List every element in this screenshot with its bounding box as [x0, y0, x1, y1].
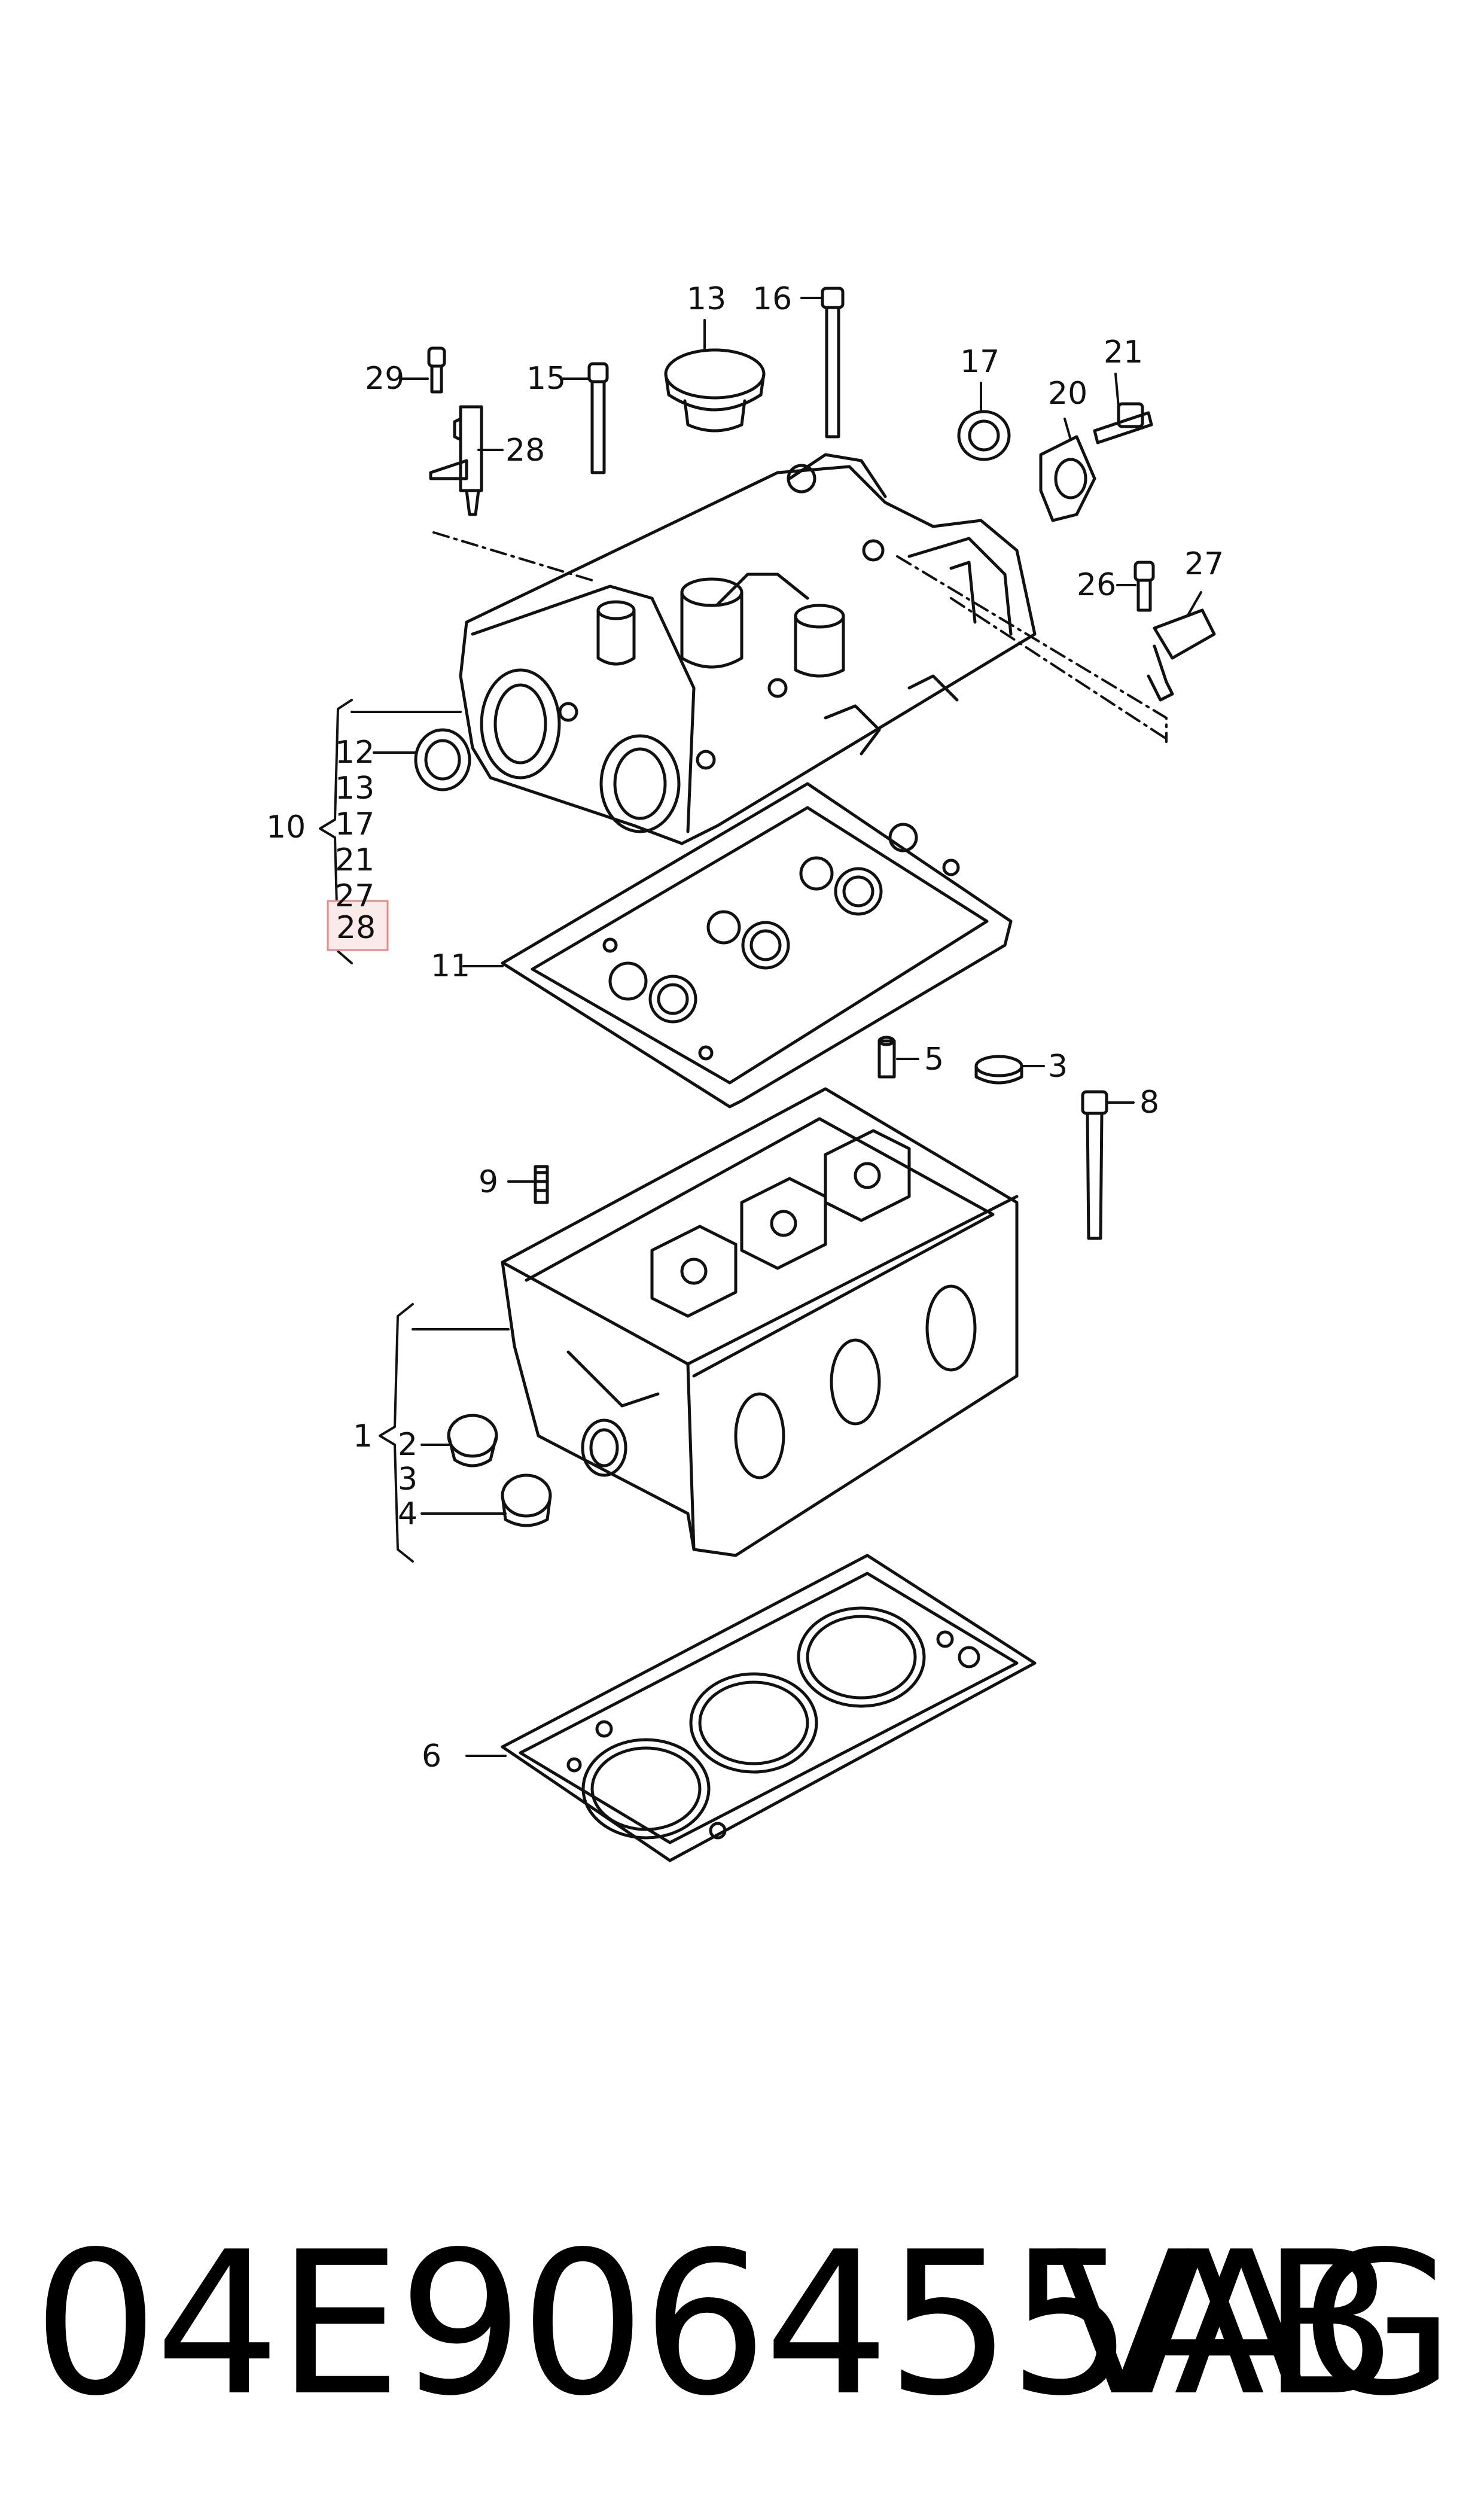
- list-10-item-27: 27: [335, 878, 374, 914]
- highlight-box: [327, 900, 389, 951]
- callout-5[interactable]: 5: [924, 1042, 944, 1077]
- sensor-27: [1147, 608, 1216, 702]
- pin-5: [877, 1036, 896, 1079]
- assembly-axis-lines: [432, 531, 1168, 743]
- callout-21-bolt[interactable]: 21: [1104, 334, 1143, 370]
- stud-9: [534, 1165, 549, 1204]
- callout-9[interactable]: 9: [479, 1164, 498, 1200]
- bolt-8: [1081, 1090, 1108, 1240]
- head-gasket: [501, 1554, 1037, 1862]
- bolt-26: [1133, 561, 1155, 612]
- list-10-item-13: 13: [335, 771, 374, 806]
- plug-4: [501, 1473, 552, 1527]
- list-1-item-4: 4: [398, 1496, 418, 1532]
- callout-6[interactable]: 6: [422, 1738, 441, 1774]
- adapter-20: [1039, 435, 1096, 522]
- callout-29[interactable]: 29: [365, 361, 404, 397]
- plug-3: [974, 1055, 1023, 1085]
- list-10-item-28-highlighted[interactable]: 28: [336, 910, 376, 946]
- oil-filler-cap-13: [664, 348, 766, 433]
- callout-27-sensor[interactable]: 27: [1184, 546, 1224, 582]
- callout-12[interactable]: 12: [335, 735, 374, 771]
- callout-16[interactable]: 16: [752, 281, 792, 317]
- sensor-28: [429, 405, 483, 516]
- callout-13-cap[interactable]: 13: [687, 281, 726, 317]
- brand-text: VAG: [1055, 2209, 1455, 2439]
- callout-17-seal[interactable]: 17: [960, 344, 1000, 380]
- callout-28-sensor[interactable]: 28: [505, 433, 545, 468]
- seal-12: [414, 728, 471, 791]
- callout-3-plug[interactable]: 3: [1048, 1049, 1068, 1085]
- callout-leaders: [319, 297, 1202, 1757]
- part-number-text: 04E906455AB: [33, 2209, 1397, 2439]
- cylinder-head-cover: [459, 453, 1037, 845]
- exploded-parts-diagram: 29 28 15 13 16 17 20 21 26 27 12 10 13 1…: [266, 281, 1224, 1862]
- bolt-21: [1093, 402, 1153, 444]
- list-1-item-2: 2: [398, 1427, 418, 1463]
- callout-20[interactable]: 20: [1048, 376, 1087, 412]
- callout-8[interactable]: 8: [1139, 1085, 1159, 1121]
- bolt-29: [427, 346, 446, 394]
- callout-15[interactable]: 15: [526, 361, 566, 397]
- list-1-item-3: 3: [398, 1462, 418, 1497]
- list-10-item-21: 21: [335, 842, 374, 878]
- cover-gasket: [501, 782, 1013, 1109]
- bolt-15: [587, 362, 609, 474]
- callout-10[interactable]: 10: [266, 809, 306, 845]
- list-10-item-17: 17: [335, 806, 374, 842]
- seal-17: [957, 410, 1011, 461]
- callout-1[interactable]: 1: [353, 1418, 373, 1454]
- plug-2: [447, 1414, 498, 1467]
- callout-26[interactable]: 26: [1077, 567, 1116, 603]
- cylinder-head: [501, 1087, 1019, 1557]
- bolt-16: [821, 287, 845, 439]
- callout-11[interactable]: 11: [431, 948, 470, 984]
